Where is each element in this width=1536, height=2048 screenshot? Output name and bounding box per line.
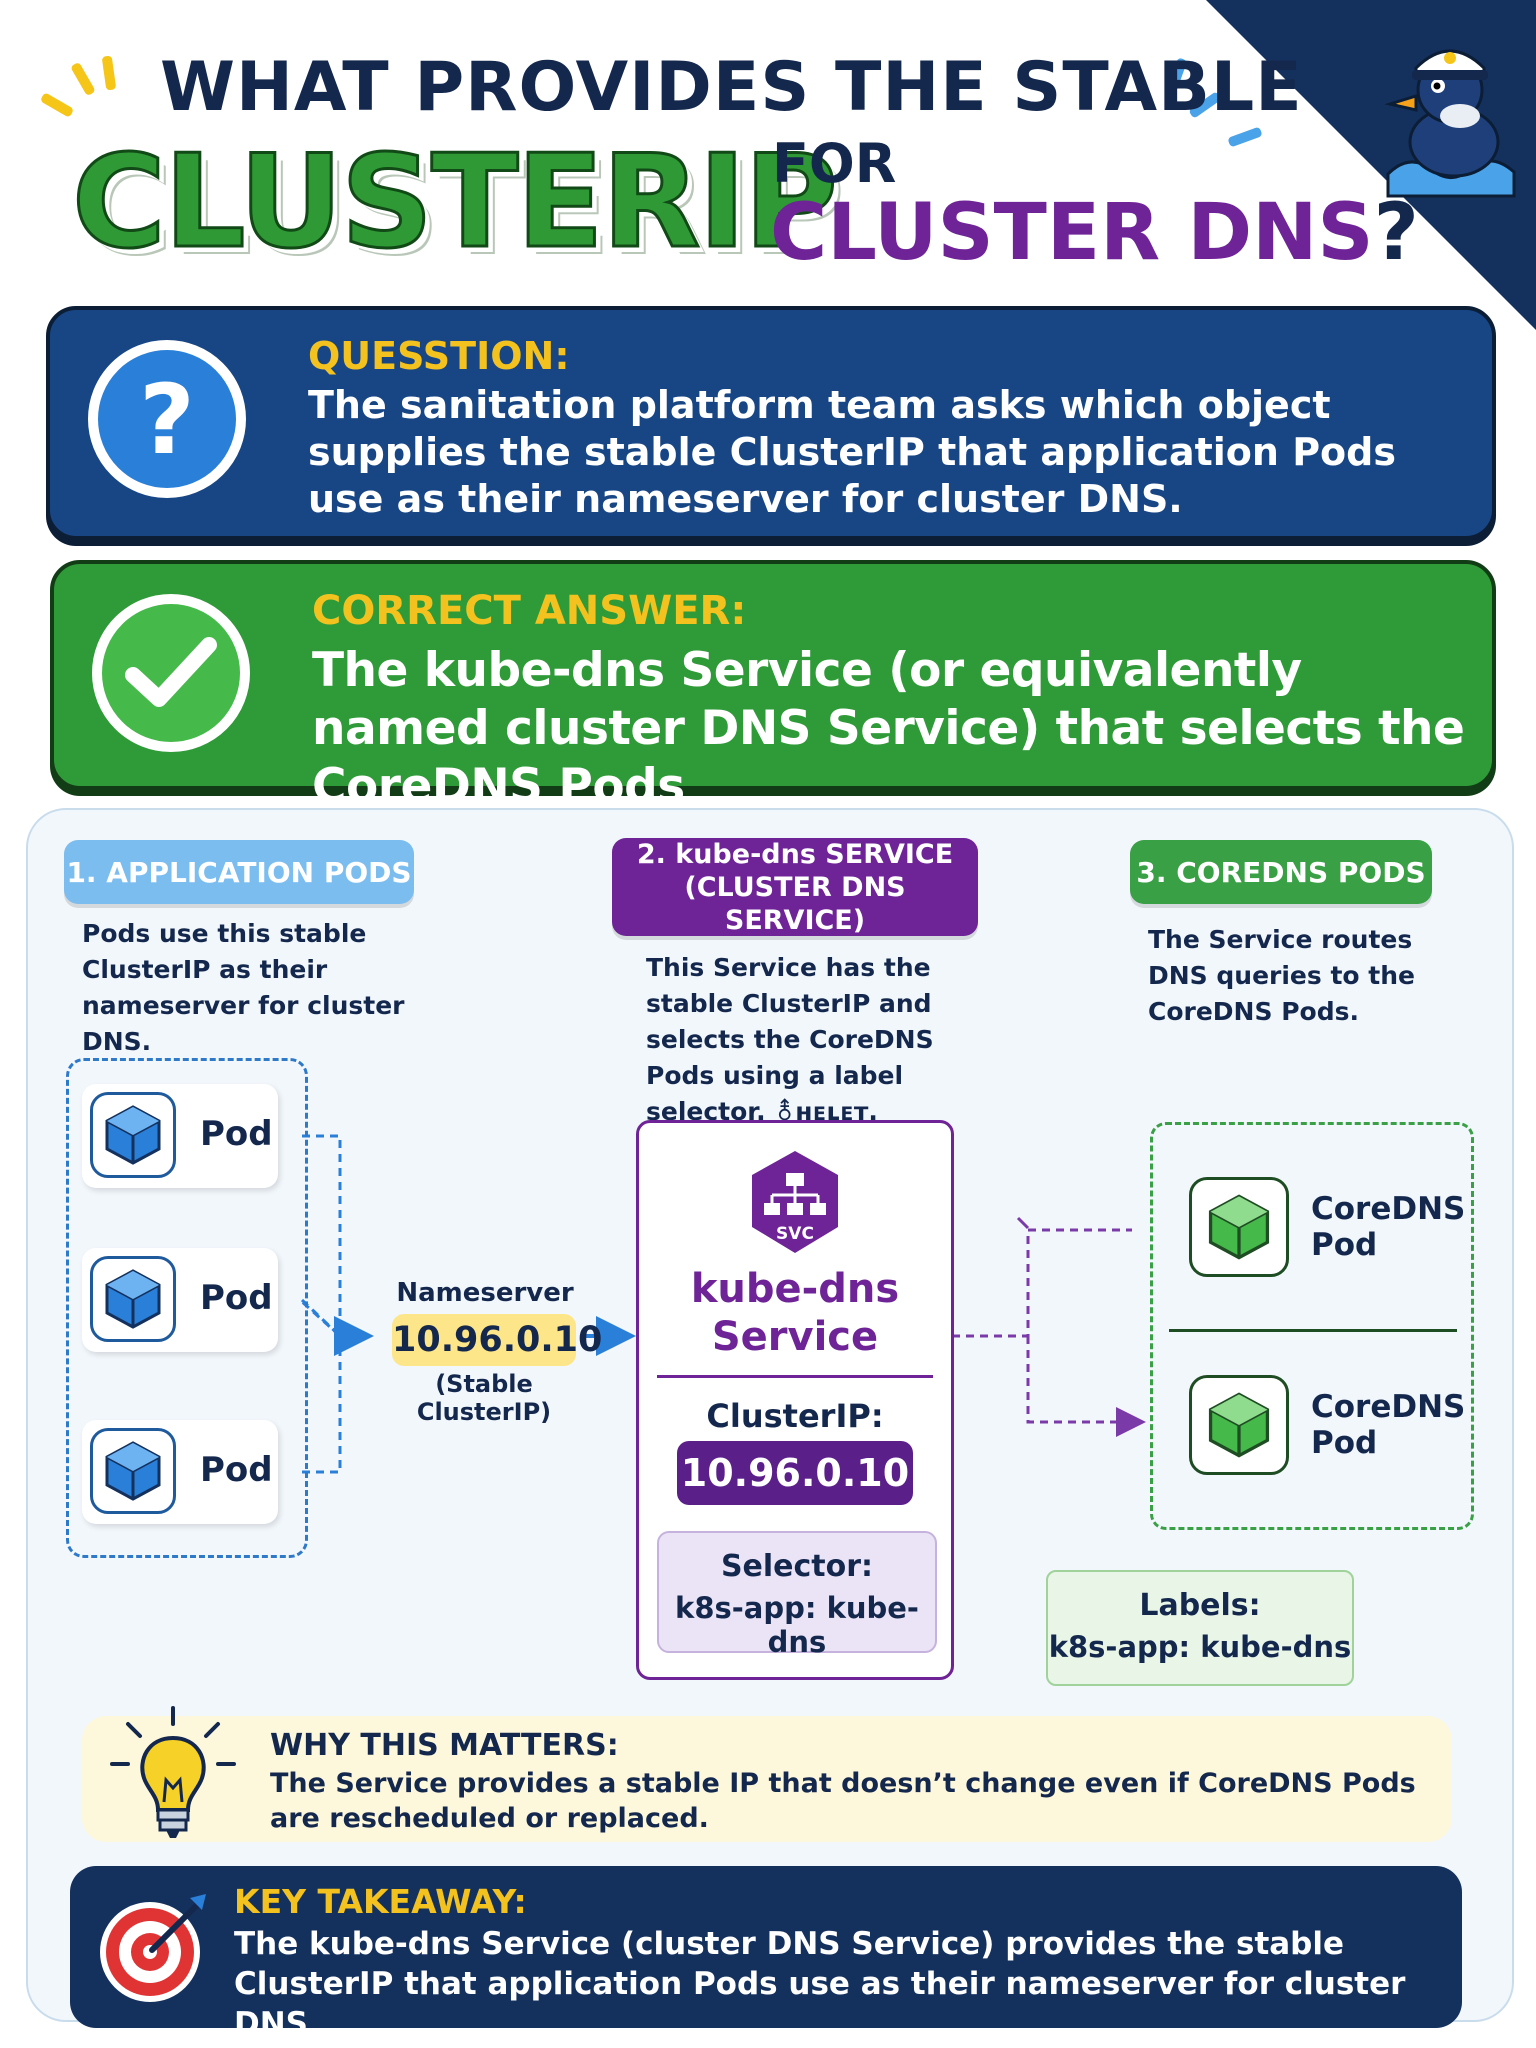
- app-pod-card: Pod: [82, 1248, 278, 1352]
- app-pods-group: [66, 1058, 308, 1558]
- app-pod-label: Pod: [200, 1450, 273, 1490]
- title-question-mark: ?: [1373, 188, 1419, 278]
- cube-icon: [90, 1092, 176, 1178]
- app-pod-card: Pod: [82, 1420, 278, 1524]
- takeaway-heading: KEY TAKEAWAY:: [234, 1882, 527, 1921]
- question-box: ? QUESSTION: The sanitation platform tea…: [46, 306, 1496, 540]
- nameserver-label: Nameserver: [396, 1278, 574, 1308]
- clusterip-label: ClusterIP:: [706, 1397, 884, 1435]
- cube-icon: [1189, 1177, 1289, 1277]
- answer-text: The kube-dns Service (or equivalently na…: [312, 643, 1465, 814]
- cube-icon: [90, 1428, 176, 1514]
- col2-desc: This Service has the stable ClusterIP an…: [646, 953, 934, 1126]
- answer-box: CORRECT ANSWER: The kube-dns Service (or…: [50, 560, 1496, 814]
- cube-icon: [90, 1256, 176, 1342]
- title-clusterip: CLUSTERIP: [71, 127, 840, 279]
- question-icon: ?: [88, 340, 246, 498]
- selector-value: k8s-app: kube-dns: [675, 1591, 919, 1659]
- coredns-pods-group: CoreDNS Pod CoreDNS Pod: [1150, 1122, 1474, 1530]
- coredns-pod-label: CoreDNS Pod: [1311, 1191, 1465, 1263]
- kube-dns-service-box: SVC kube-dns Service ClusterIP: 10.96.0.…: [636, 1120, 954, 1680]
- service-name-line2: Service: [711, 1314, 879, 1360]
- coredns-divider: [1169, 1329, 1457, 1332]
- title-dns-text: CLUSTER DNS: [770, 188, 1374, 278]
- why-heading: WHY THIS MATTERS:: [270, 1728, 619, 1763]
- col2-title: 2. kube-dns SERVICE (CLUSTER DNS SERVICE…: [612, 838, 978, 936]
- clusterip-value: 10.96.0.10: [677, 1441, 913, 1505]
- selector-label: Selector:: [720, 1549, 874, 1584]
- title-cluster-dns: CLUSTER DNS?: [770, 188, 1419, 278]
- nameserver-sub: (Stable ClusterIP): [416, 1370, 552, 1426]
- why-text: The Service provides a stable IP that do…: [270, 1768, 1416, 1834]
- coredns-pod-line2: Pod: [1311, 1227, 1378, 1263]
- lightbulb-icon: [110, 1706, 236, 1838]
- col2-title-line2: (CLUSTER DNS SERVICE): [684, 871, 906, 936]
- coredns-pod-line1: CoreDNS: [1311, 1389, 1466, 1425]
- labels-label: Labels:: [1139, 1588, 1261, 1623]
- check-icon: [92, 594, 250, 752]
- col3-desc: The Service routes DNS queries to the Co…: [1148, 925, 1416, 1026]
- labels-box: Labels: k8s-app: kube-dns: [1046, 1570, 1354, 1686]
- coredns-pod-line2: Pod: [1311, 1425, 1378, 1461]
- why-box: WHY THIS MATTERS: The Service provides a…: [82, 1706, 1452, 1842]
- takeaway-text: The kube-dns Service (cluster DNS Servic…: [234, 1926, 1406, 2042]
- app-pod-label: Pod: [200, 1114, 273, 1154]
- col1-title: 1. APPLICATION PODS: [64, 840, 414, 904]
- coredns-pod-label: CoreDNS Pod: [1311, 1389, 1465, 1461]
- question-text: The sanitation platform team asks which …: [308, 383, 1396, 521]
- answer-heading: CORRECT ANSWER:: [312, 588, 747, 634]
- service-name-line1: kube-dns: [690, 1266, 900, 1312]
- labels-value: k8s-app: kube-dns: [1048, 1630, 1352, 1664]
- col1-desc: Pods use this stable ClusterIP as their …: [82, 919, 405, 1056]
- svg-text:?: ?: [139, 369, 195, 469]
- selector-box: Selector: k8s-app: kube-dns: [657, 1531, 937, 1659]
- app-pod-label: Pod: [200, 1278, 273, 1318]
- svc-icon-text: SVC: [776, 1224, 814, 1244]
- col3-title: 3. COREDNS PODS: [1130, 840, 1432, 904]
- col2-title-line1: 2. kube-dns SERVICE: [636, 838, 954, 870]
- coredns-pod-line1: CoreDNS: [1311, 1191, 1466, 1227]
- service-divider: [657, 1375, 933, 1378]
- target-icon: [100, 1894, 206, 2002]
- cube-icon: [1189, 1375, 1289, 1475]
- question-heading: QUESSTION:: [308, 334, 570, 378]
- takeaway-box: KEY TAKEAWAY: The kube-dns Service (clus…: [70, 1866, 1462, 2042]
- duck-mascot: [1384, 49, 1516, 198]
- title-for: FOR: [772, 132, 897, 195]
- svc-hexagon-icon: SVC: [752, 1151, 838, 1253]
- service-name: kube-dns Service: [639, 1265, 951, 1361]
- nameserver-ip: 10.96.0.10: [392, 1314, 602, 1366]
- app-pod-card: Pod: [82, 1084, 278, 1188]
- title-line1: WHAT PROVIDES THE STABLE: [160, 48, 1303, 127]
